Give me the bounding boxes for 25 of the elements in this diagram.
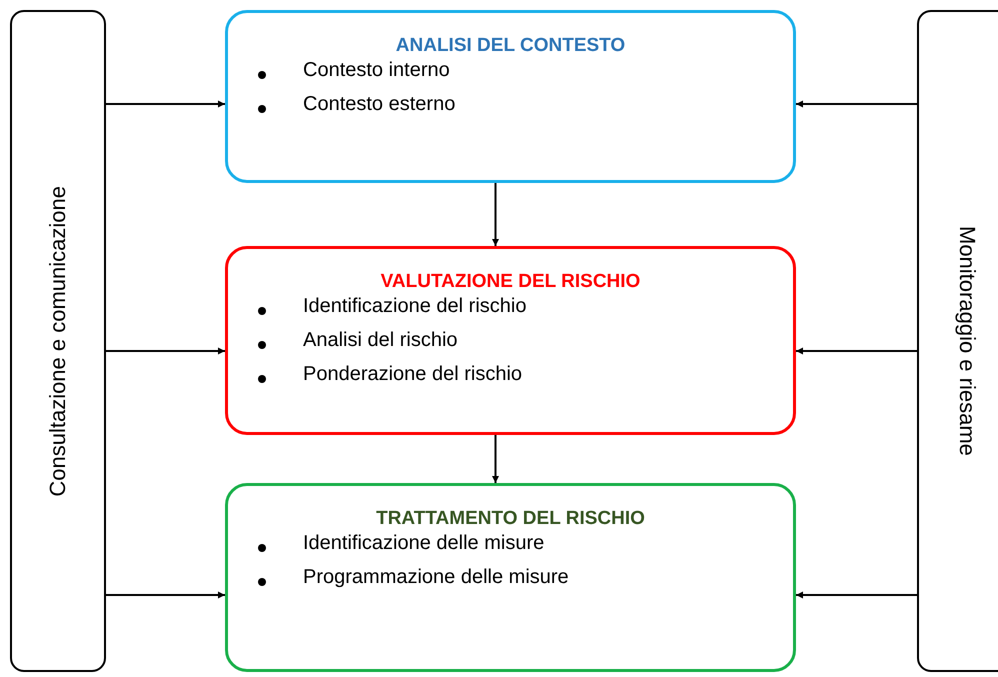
- arrow: [796, 100, 917, 108]
- arrow: [796, 348, 917, 354]
- arrow: [106, 592, 225, 598]
- arrow: [106, 348, 225, 354]
- bullet-text: Ponderazione del rischio: [303, 363, 522, 386]
- bullet-text: Contesto interno: [303, 59, 450, 82]
- box-title: VALUTAZIONE DEL RISCHIO: [380, 271, 642, 293]
- bullet-text: Identificazione del rischio: [303, 295, 526, 318]
- side-bar: [10, 10, 106, 672]
- side-label: Consultazione e comunicazione: [45, 186, 71, 496]
- arrow: [106, 100, 225, 108]
- process-box: [225, 483, 796, 672]
- side-label: Monitoraggio e riesame: [954, 226, 980, 456]
- bullet-text: Contesto esterno: [303, 93, 456, 116]
- box-title: TRATTAMENTO DEL RISCHIO: [375, 508, 646, 530]
- box-title: ANALISI DEL CONTESTO: [394, 35, 626, 57]
- arrow: [796, 592, 917, 598]
- side-bar: [917, 10, 998, 672]
- bullet-text: Programmazione delle misure: [303, 566, 569, 589]
- process-box: [225, 246, 796, 435]
- arrow: [492, 183, 499, 246]
- arrow: [492, 435, 499, 483]
- bullet-text: Analisi del rischio: [303, 329, 458, 352]
- process-box: [225, 10, 796, 183]
- bullet-text: Identificazione delle misure: [303, 532, 544, 555]
